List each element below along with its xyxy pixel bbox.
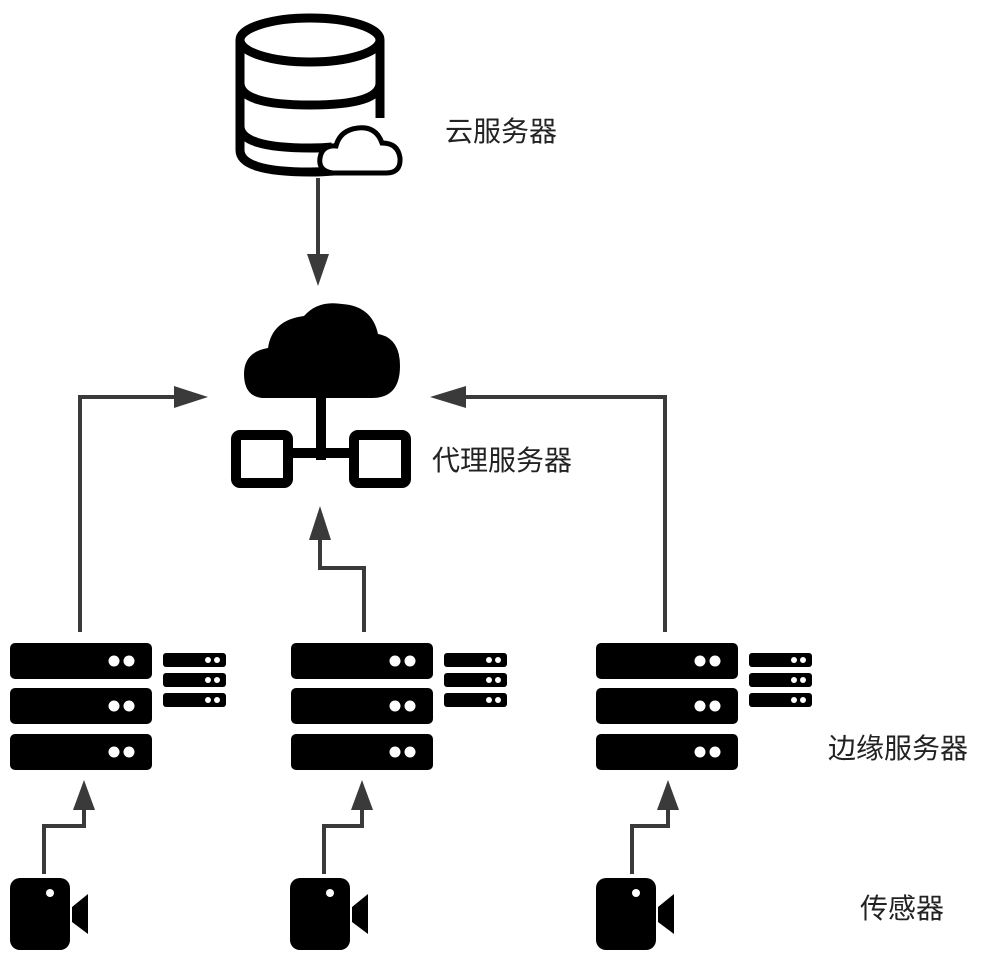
server-rack-icon	[291, 643, 507, 770]
edge-server-label: 边缘服务器	[828, 732, 968, 765]
small-cloud-icon	[317, 125, 403, 176]
camera-icon	[10, 878, 88, 950]
camera-icon	[290, 878, 368, 950]
server-rack-icon	[10, 643, 226, 770]
arrow-sensor-to-edge-2	[322, 780, 373, 874]
arrow-right-edge-head	[430, 386, 466, 408]
network-cloud-icon	[231, 303, 411, 488]
sensor-label: 传感器	[860, 892, 944, 925]
arrow-cloud-to-proxy	[307, 178, 329, 286]
arrow-right-edge-to-proxy	[462, 395, 667, 632]
arrow-left-edge-head	[174, 386, 208, 408]
arrow-middle-edge-head	[309, 506, 331, 540]
cloud-server-label: 云服务器	[445, 115, 557, 148]
server-rack-icon	[596, 643, 812, 770]
arrow-middle-edge-to-proxy	[318, 536, 366, 632]
proxy-server-label: 代理服务器	[432, 444, 572, 477]
camera-icon	[596, 878, 674, 950]
arrow-sensor-to-edge-1	[42, 780, 95, 874]
arrow-sensor-to-edge-3	[630, 780, 679, 874]
arrow-left-edge-to-proxy	[78, 395, 178, 632]
